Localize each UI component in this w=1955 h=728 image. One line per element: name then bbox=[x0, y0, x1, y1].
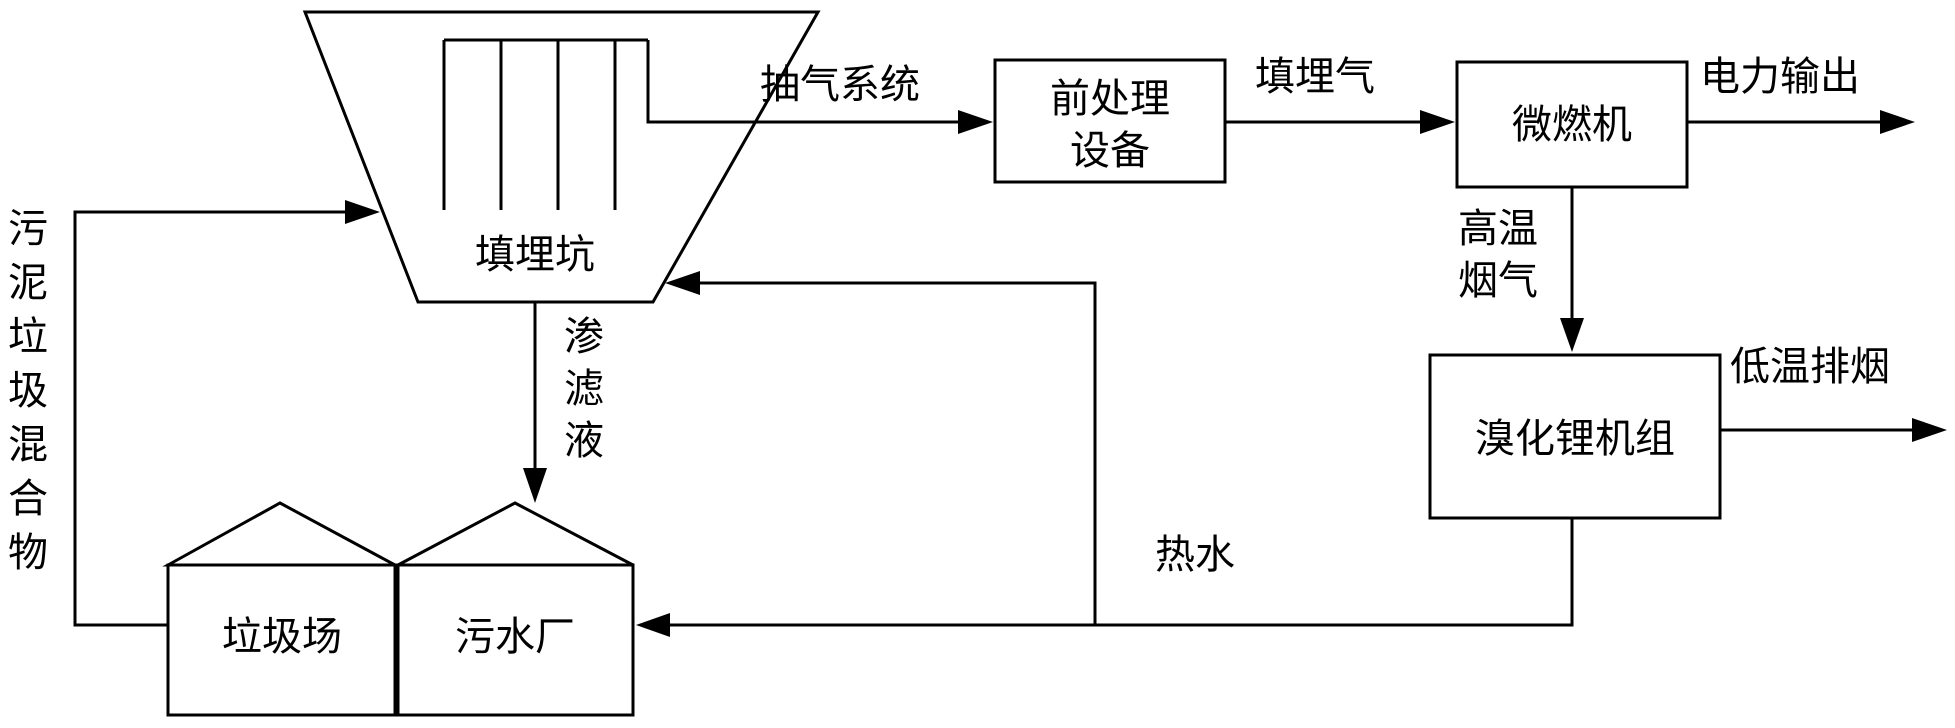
libr-unit-box: 溴化锂机组 bbox=[1428, 353, 1722, 520]
garbage-site-label: 垃圾场 bbox=[222, 614, 342, 660]
pretreatment-label: 前处理设备 bbox=[1050, 76, 1170, 174]
edge-low-temp-exhaust: 低温排烟 bbox=[1720, 344, 1947, 442]
landfill-gas-label: 填埋气 bbox=[1255, 54, 1375, 100]
high-temp-flue-label: 高温烟气 bbox=[1458, 206, 1538, 304]
pretreatment-box: 前处理设备 bbox=[993, 58, 1227, 184]
microturbine-label: 微燃机 bbox=[1512, 102, 1632, 148]
edge-power-output: 电力输出 bbox=[1687, 54, 1915, 134]
sewage-plant-label: 污水厂 bbox=[455, 614, 575, 660]
libr-unit-label: 溴化锂机组 bbox=[1475, 416, 1675, 462]
landfill-pit: 填埋坑 bbox=[302, 10, 821, 304]
low-temp-exhaust-label: 低温排烟 bbox=[1730, 344, 1890, 390]
leachate-label: 渗滤液 bbox=[564, 314, 604, 464]
edge-hot-water: 热水 bbox=[636, 271, 1574, 637]
garbage-site-box: 垃圾场 bbox=[162, 501, 397, 717]
landfill-pit-label: 填埋坑 bbox=[475, 232, 595, 278]
hot-water-label: 热水 bbox=[1155, 532, 1235, 578]
extraction-label: 抽气系统 bbox=[760, 62, 920, 108]
microturbine-box: 微燃机 bbox=[1455, 60, 1689, 189]
edge-high-temp-flue: 高温烟气 bbox=[1458, 187, 1584, 352]
sewage-plant-box: 污水厂 bbox=[396, 501, 635, 717]
edge-sludge-mix: 污泥垃圾混合物 bbox=[8, 200, 380, 627]
edge-leachate: 渗滤液 bbox=[523, 302, 604, 503]
power-output-label: 电力输出 bbox=[1700, 54, 1860, 100]
edge-landfill-gas: 填埋气 bbox=[1225, 54, 1455, 134]
edge-extraction: 抽气系统 bbox=[646, 40, 993, 134]
sludge-mix-label: 污泥垃圾混合物 bbox=[8, 206, 48, 576]
